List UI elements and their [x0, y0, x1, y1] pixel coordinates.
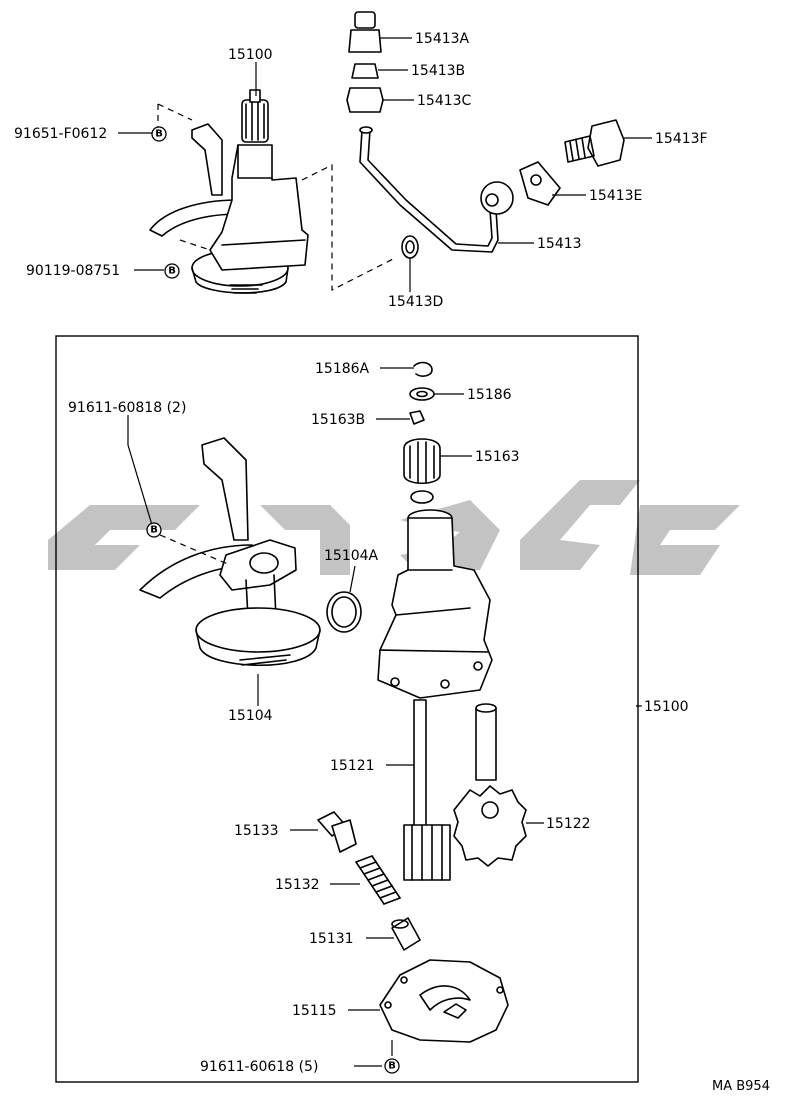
label-15100-top: 15100 — [228, 47, 273, 63]
label-15413C: 15413C — [417, 93, 472, 109]
label-15186: 15186 — [467, 387, 512, 403]
svg-text:B: B — [388, 1061, 396, 1072]
label-15133: 15133 — [234, 823, 279, 839]
oil-pipe-drawing — [346, 11, 625, 259]
label-90119-08751: 90119-08751 — [26, 263, 120, 279]
svg-text:B: B — [168, 266, 176, 277]
label-15115: 15115 — [292, 1003, 337, 1019]
label-15413F: 15413F — [655, 131, 708, 147]
leader-lines — [118, 37, 652, 1067]
diagram-reference-code: MA B954 — [712, 1079, 770, 1094]
label-15413D: 15413D — [388, 294, 443, 310]
label-15413: 15413 — [537, 236, 582, 252]
label-91611-60818-2: 91611-60818 (2) — [68, 400, 186, 416]
exploded-parts-drawing — [139, 361, 527, 1043]
svg-text:B: B — [150, 525, 158, 536]
label-15413E: 15413E — [589, 188, 642, 204]
bolt-marker-91611-5: B — [384, 1058, 400, 1074]
label-15163: 15163 — [475, 449, 520, 465]
label-15413B: 15413B — [411, 63, 465, 79]
label-15163B: 15163B — [311, 412, 365, 428]
label-15100-side: 15100 — [644, 699, 689, 715]
svg-text:B: B — [155, 129, 163, 140]
label-15132: 15132 — [275, 877, 320, 893]
bolt-marker-90119: B — [164, 263, 180, 279]
oil-pump-assembly-drawing — [149, 89, 309, 294]
pump-assembly-frame — [55, 335, 639, 1083]
bolt-marker-91651: B — [151, 126, 167, 142]
label-15104A: 15104A — [324, 548, 379, 564]
bolt-marker-91611-2: B — [146, 522, 162, 538]
label-91611-60618-5: 91611-60618 (5) — [200, 1059, 318, 1075]
label-15104: 15104 — [228, 708, 273, 724]
part-labels: 15100 91651-F0612 90119-08751 15413A 154… — [14, 31, 770, 1094]
label-15413A: 15413A — [415, 31, 470, 47]
label-15121: 15121 — [330, 758, 375, 774]
label-91651-F0612: 91651-F0612 — [14, 126, 107, 142]
label-15131: 15131 — [309, 931, 354, 947]
label-15186A: 15186A — [315, 361, 370, 377]
label-15122: 15122 — [546, 816, 591, 832]
